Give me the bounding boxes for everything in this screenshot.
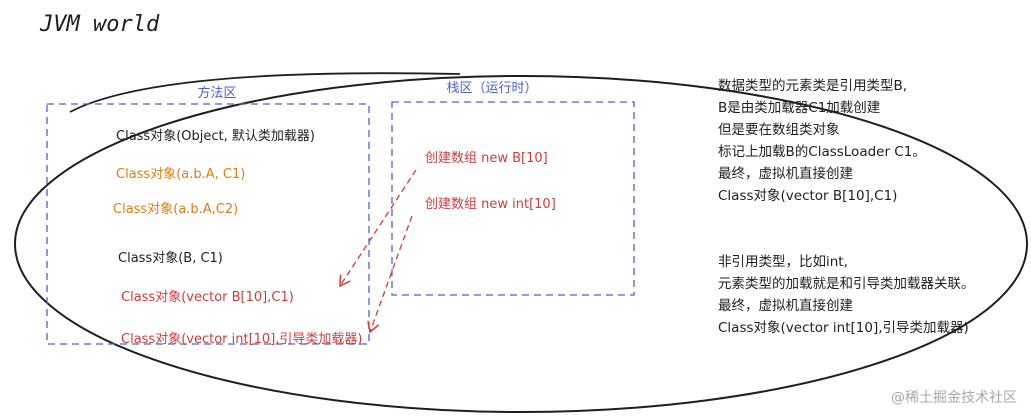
note-primitive-line: 元素类型的加载就是和引导类加载器关联。	[718, 276, 975, 292]
method-area-entry: Class对象(Object, 默认类加载器)	[116, 128, 315, 144]
note-primitive-line: Class对象(vector int[10],引导类加载器)	[718, 320, 969, 336]
note-reference-line: 数据类型的元素类是引用类型B,	[718, 78, 907, 94]
method-area-entry: Class对象(vector int[10],引导类加载器)	[121, 332, 362, 347]
note-reference-line: Class对象(vector B[10],C1)	[718, 188, 897, 204]
method-area-entry: Class对象(vector B[10],C1)	[121, 290, 294, 305]
stack-area-entry: 创建数组 new B[10]	[425, 151, 548, 166]
note-reference-line: 标记上加载B的ClassLoader C1。	[718, 144, 926, 160]
stack-area-entry: 创建数组 new int[10]	[425, 197, 556, 212]
jvm-world-ellipse-overstroke	[69, 72, 461, 113]
note-primitive-line: 最终，虚拟机直接创建	[718, 297, 853, 314]
arrow-new-int-array	[370, 215, 413, 332]
arrow-new-b-array	[340, 169, 417, 286]
method-area-label: 方法区	[197, 85, 236, 101]
method-area-box	[46, 103, 370, 345]
diagram-title: JVM world	[39, 12, 160, 37]
jvm-world-ellipse	[14, 75, 1028, 413]
stack-area-box	[391, 101, 635, 296]
note-primitive-line: 非引用类型，比如int,	[718, 254, 848, 270]
watermark: @稀土掘金技术社区	[891, 390, 1017, 406]
note-reference-line: 最终，虚拟机直接创建	[718, 165, 853, 182]
method-area-entry: Class对象(B, C1)	[118, 251, 223, 266]
stack-area-label: 栈区（运行时）	[446, 81, 537, 96]
note-reference-line: 但是要在数组类对象	[718, 122, 840, 138]
method-area-entry: Class对象(a.b.A,C2)	[113, 202, 238, 217]
note-reference-line: B是由类加载器C1加载创建	[718, 100, 880, 116]
method-area-entry: Class对象(a.b.A, C1)	[116, 167, 245, 182]
